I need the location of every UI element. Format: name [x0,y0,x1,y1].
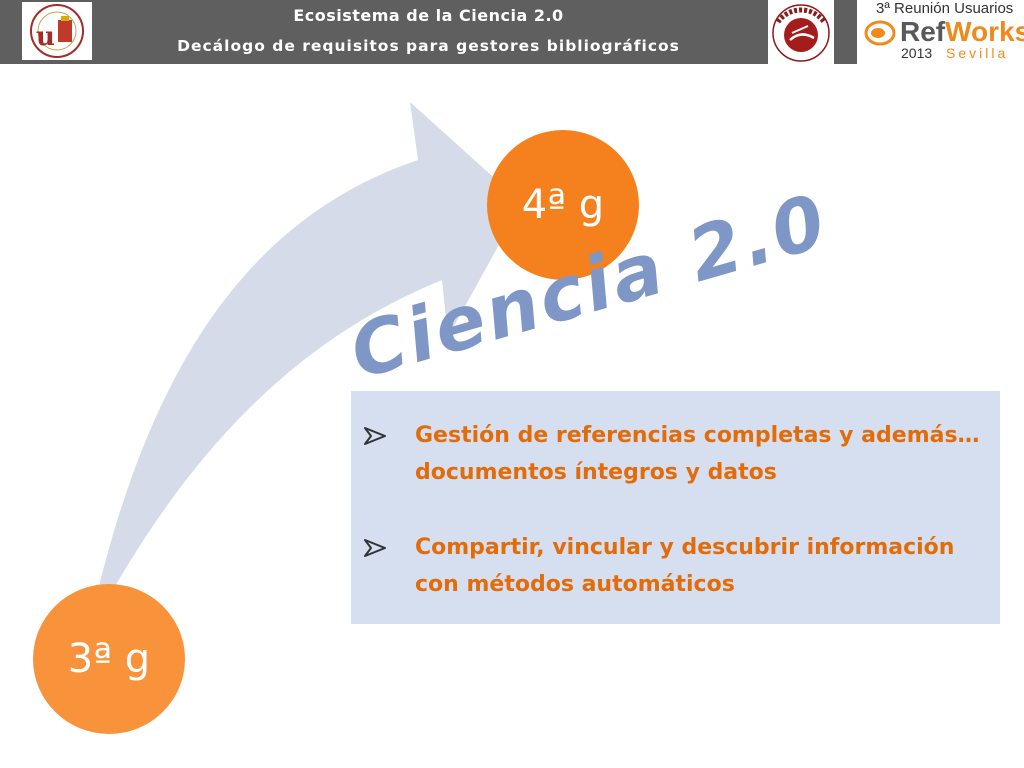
header-subtitle: Decálogo de requisitos para gestores bib… [177,37,680,55]
header-bar: Ecosistema de la Ciencia 2.0 Decálogo de… [0,0,857,64]
header-title: Ecosistema de la Ciencia 2.0 [293,6,564,25]
refworks-ref: Ref [900,16,946,47]
bullet-item: Compartir, vincular y descubrir informac… [363,529,993,603]
fourth-generation-label: 4ª g [521,182,605,228]
refworks-works: Works [945,16,1024,47]
third-generation-circle: 3ª g [33,584,185,734]
bullet-text: Compartir, vincular y descubrir informac… [415,535,955,597]
arrowhead-bullet-icon [364,539,386,557]
arrowhead-bullet-icon [364,427,386,445]
event-title: 3ª Reunión Usuarios [876,0,1014,17]
universidad-seal-icon: u [30,4,84,58]
refworks-logo-icon [864,20,896,46]
event-city: Sevilla [946,45,1009,61]
fourth-generation-circle: 4ª g [487,130,639,280]
event-year: 2013 [901,45,933,61]
bullet-item: Gestión de referencias completas y ademá… [363,417,993,491]
bullet-text: Gestión de referencias completas y ademá… [415,423,980,485]
requirements-box: Gestión de referencias completas y ademá… [351,391,1000,624]
biblioteca-logo [768,0,834,64]
refworks-wordmark: RefWorks [900,16,1024,48]
universidad-sevilla-logo: u [22,2,92,60]
third-generation-label: 3ª g [67,636,151,682]
biblioteca-seal-icon [772,4,830,62]
svg-text:u: u [36,22,55,52]
refworks-event-badge: 3ª Reunión Usuarios RefWorks 2013 Sevill… [860,0,1024,68]
